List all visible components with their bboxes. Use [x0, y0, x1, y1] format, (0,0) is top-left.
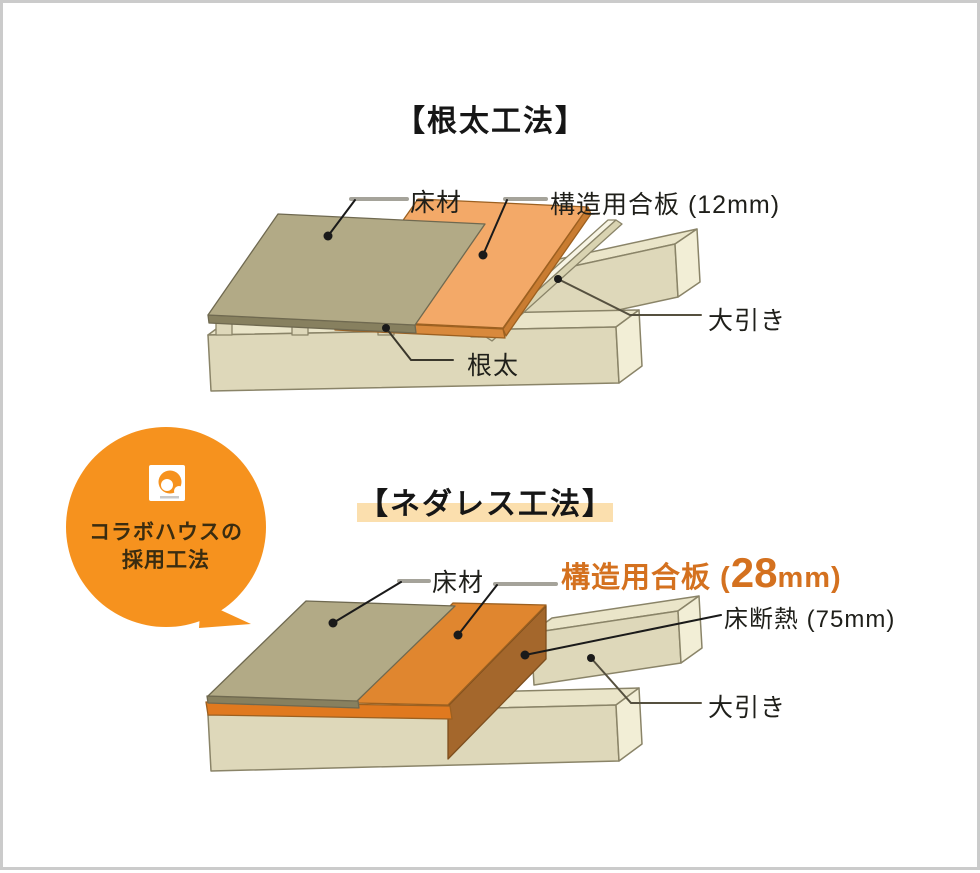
plywood-28mm-suffix: mm)	[777, 562, 842, 594]
plywood-slab-28mm	[205, 602, 547, 720]
leader-insulation	[520, 614, 722, 660]
flooring-sheet-2	[206, 600, 456, 709]
plywood-28mm-size: 28	[730, 549, 778, 596]
badge-text-line1: コラボハウスの	[89, 521, 243, 544]
company-logo-icon	[149, 465, 185, 501]
flooring-label-2: 床材	[432, 569, 485, 597]
leader-plywood-12	[478, 197, 548, 260]
girder-label-2: 大引き	[708, 694, 787, 722]
leader-flooring-1	[323, 197, 409, 241]
plywood-12mm-label: 構造用合板 (12mm)	[550, 191, 781, 219]
leader-lines	[323, 197, 722, 704]
leader-girder-2	[587, 654, 702, 704]
illustration-canvas	[66, 197, 722, 772]
floor-insulation	[447, 605, 547, 760]
flooring-label-1: 床材	[410, 189, 463, 217]
leader-joist	[382, 324, 454, 361]
joistless-method-title: 【ネダレス工法】	[358, 488, 614, 521]
badge-circle	[66, 427, 266, 627]
plywood-28mm-prefix: 構造用合板 (	[561, 562, 731, 594]
leader-plywood-28	[453, 582, 558, 640]
girder-label-1: 大引き	[708, 307, 787, 335]
title-highlight-band	[357, 503, 613, 522]
joist-method-illustration	[207, 198, 701, 392]
girder-back-beam-2	[530, 595, 703, 686]
leader-girder-1	[554, 275, 702, 316]
flooring-sheet-1	[207, 213, 486, 334]
adopted-method-badge	[66, 427, 266, 628]
insulation-label: 床断熱 (75mm)	[724, 606, 896, 633]
joistless-method-illustration	[205, 595, 703, 772]
leader-flooring-2	[328, 579, 431, 628]
joist-label: 根太	[467, 352, 520, 380]
joist-method-title: 【根太工法】	[395, 105, 587, 138]
badge-text-line2: 採用工法	[122, 549, 210, 572]
